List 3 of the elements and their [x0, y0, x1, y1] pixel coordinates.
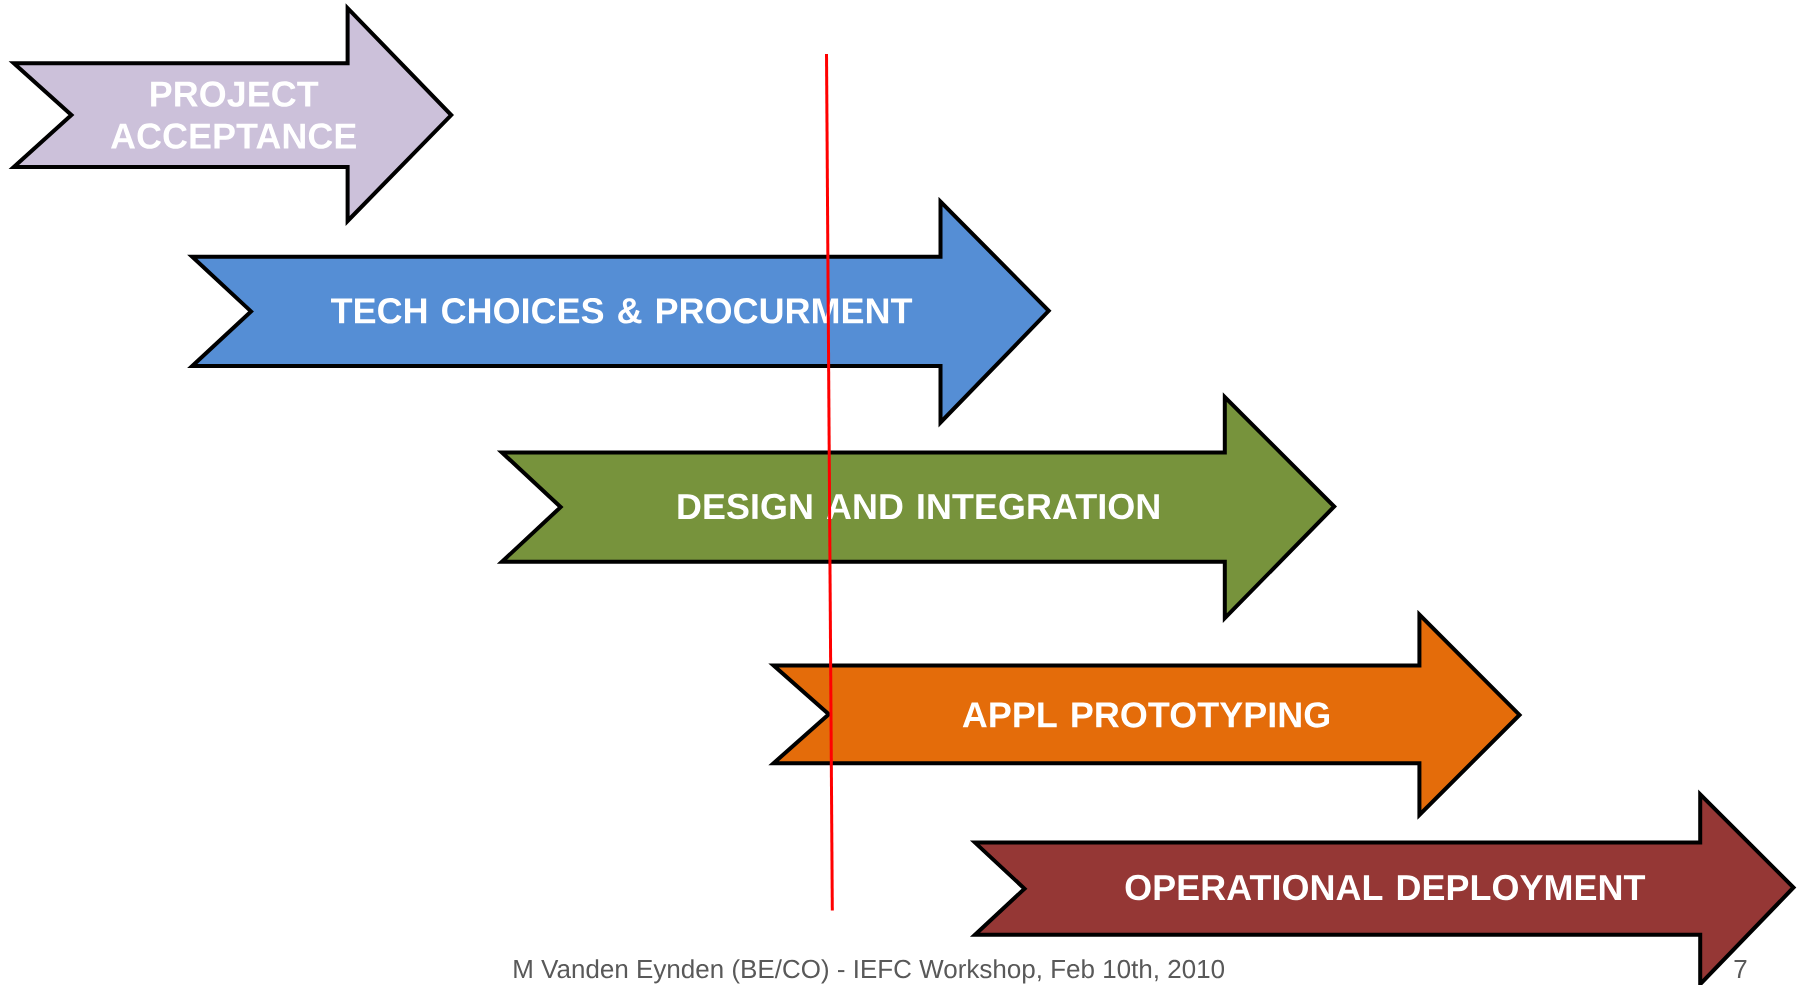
- arrow-box: APPL PROTOTYPING: [768, 609, 1523, 820]
- page-number: 7: [1734, 960, 1747, 978]
- arrow-box: PROJECT ACCEPTANCE: [8, 3, 454, 226]
